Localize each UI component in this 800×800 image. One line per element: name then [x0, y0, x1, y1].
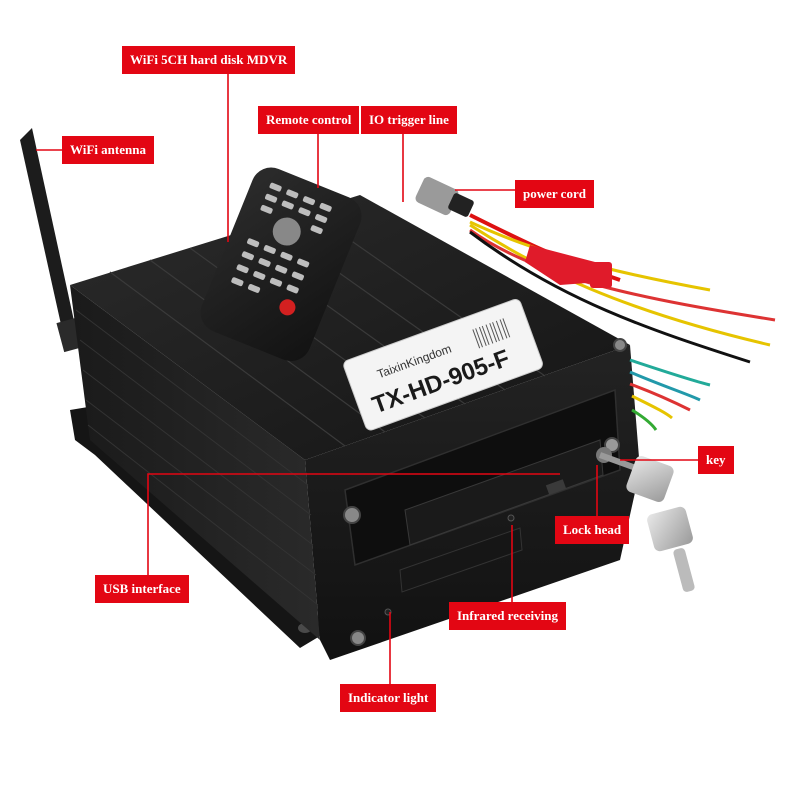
callout-wifi-mdvr: WiFi 5CH hard disk MDVR [122, 46, 296, 74]
callout-usb-interface: USB interface [95, 575, 189, 603]
callout-key: key [698, 446, 734, 474]
keys-graphic [596, 447, 695, 592]
callout-indicator-light: Indicator light [340, 684, 437, 712]
callout-remote-control: Remote control [258, 106, 360, 134]
callout-power-cord: power cord [515, 180, 594, 208]
remote-control-graphic [200, 167, 362, 362]
power-cord-graphic [415, 176, 776, 431]
callout-lock-head: Lock head [555, 516, 630, 544]
callout-wifi-antenna: WiFi antenna [62, 136, 154, 164]
callout-infrared-receiving: Infrared receiving [449, 602, 566, 630]
leader-lines [36, 70, 698, 688]
callout-io-trigger-line: IO trigger line [361, 106, 457, 134]
